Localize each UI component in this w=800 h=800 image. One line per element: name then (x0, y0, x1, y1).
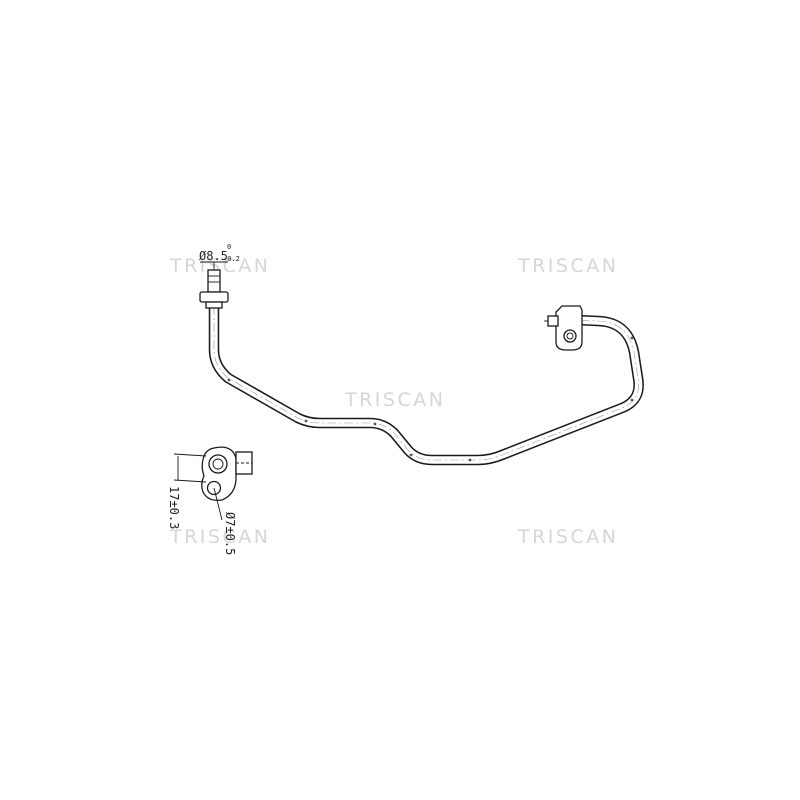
flange-hole-spacing-label: 17±0.3 (167, 486, 181, 529)
bend-markers (227, 336, 634, 462)
right-end-fitting (544, 305, 583, 351)
pipe-diameter-tol-lower: -0.2 (223, 255, 240, 263)
pipe-diameter-label: Ø8.5 (199, 249, 228, 263)
pipe-diameter-tol-upper: 0 (227, 243, 231, 251)
watermark-top-right: TRISCAN (517, 255, 618, 277)
watermark-bottom-right: TRISCAN (517, 526, 618, 548)
watermark-center: TRISCAN (344, 389, 445, 411)
watermark-top-left: TRISCAN (169, 255, 270, 277)
left-end-fitting (199, 262, 229, 309)
flange-upper-hole (208, 454, 228, 474)
watermark-bottom-left: TRISCAN (169, 526, 270, 548)
pipe-assembly (208, 306, 644, 466)
flange-detail-view (201, 446, 253, 501)
flange-hole-diameter-label: Ø7±0.5 (223, 512, 237, 555)
pipe-centerline (213, 306, 639, 461)
dimension-pipe-diameter: Ø8.5 0 -0.2 (199, 243, 240, 263)
dimension-lines (173, 261, 228, 521)
